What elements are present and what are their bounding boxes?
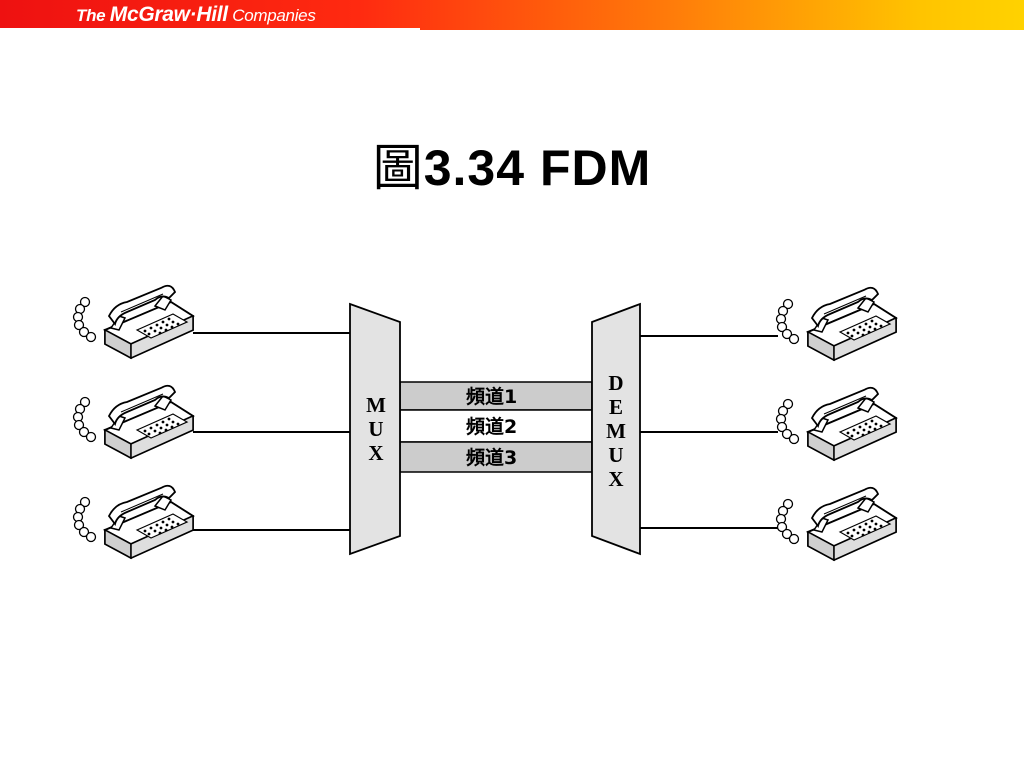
page-title: 圖3.34 FDM [0, 128, 1024, 200]
demux-letter: M [606, 419, 626, 443]
demux-letter: U [608, 443, 623, 467]
demux-letter: E [609, 395, 623, 419]
mcgraw-hill-logo: The McGraw·Hill Companies [76, 3, 316, 27]
telephone-icon [72, 384, 194, 459]
mux-letter: X [368, 441, 383, 465]
mux-box [349, 302, 401, 556]
demux-letter: D [608, 371, 623, 395]
title-text: 3.34 FDM [423, 140, 652, 196]
demux-box [591, 302, 641, 556]
channel-label-3: 頻道3 [466, 446, 517, 469]
telephone-icon [775, 386, 897, 461]
logo-brand: McGraw·Hill [109, 3, 228, 26]
header-underline [0, 28, 420, 30]
channel-label-1: 頻道1 [466, 385, 517, 408]
header-bar: The McGraw·Hill Companies [0, 0, 1024, 30]
title-prefix: 圖 [372, 139, 424, 197]
demux-letter: X [608, 467, 623, 491]
logo-companies: Companies [227, 6, 316, 25]
telephone-icon [72, 484, 194, 559]
channel-bands: 頻道1 頻道2 頻道3 [399, 381, 593, 473]
mux-letter: U [368, 417, 383, 441]
channel-label-2: 頻道2 [466, 415, 517, 438]
mux-letter: M [366, 393, 386, 417]
telephone-icon [72, 284, 194, 359]
telephone-icon [775, 486, 897, 561]
logo-the: The [76, 6, 110, 25]
telephone-icon [775, 286, 897, 361]
